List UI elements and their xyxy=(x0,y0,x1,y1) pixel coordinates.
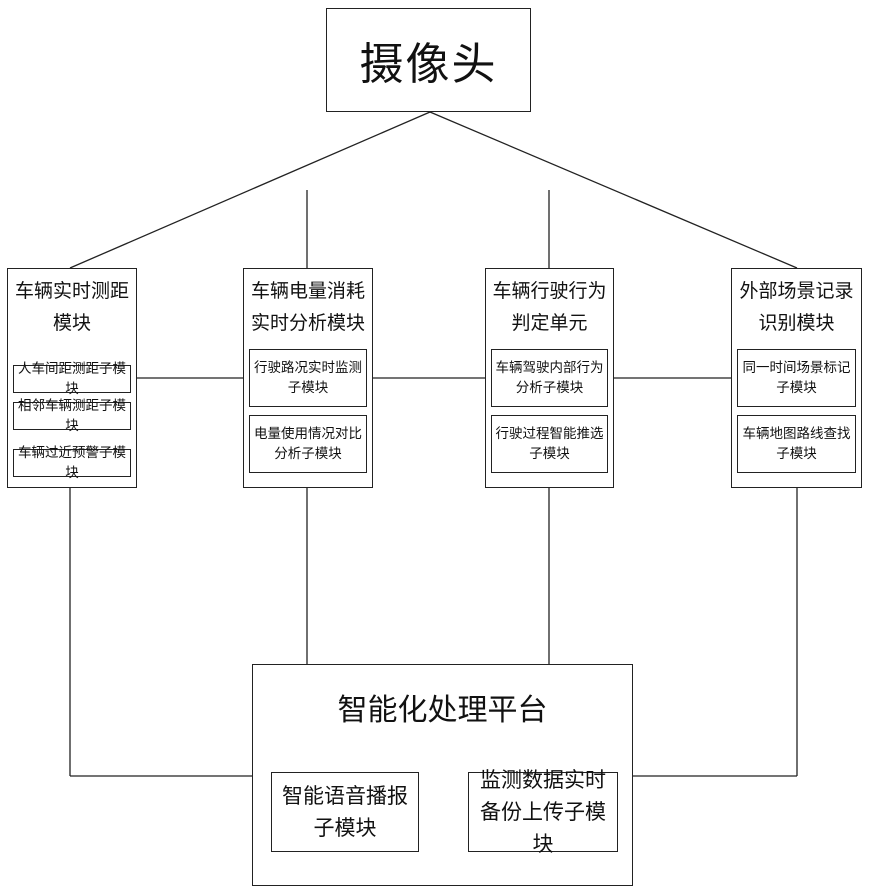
submodule-road-condition-monitor: 行驶路况实时监测子模块 xyxy=(249,349,367,407)
submodule-map-route-lookup: 车辆地图路线查找子模块 xyxy=(737,415,856,473)
module-box-ranging: 车辆实时测距模块 人车间距测距子模块 相邻车辆测距子模块 车辆过近预警子模块 xyxy=(7,268,137,488)
module-title-driving-behavior: 车辆行驶行为判定单元 xyxy=(490,275,609,339)
platform-title: 智能化处理平台 xyxy=(253,685,632,729)
module-title-ranging: 车辆实时测距模块 xyxy=(12,275,132,339)
submodule-proximity-warning: 车辆过近预警子模块 xyxy=(13,449,131,477)
module-title-power-consumption: 车辆电量消耗实时分析模块 xyxy=(248,275,368,339)
submodule-smart-recommendation: 行驶过程智能推选子模块 xyxy=(491,415,608,473)
platform-box: 智能化处理平台 智能语音播报子模块 监测数据实时备份上传子模块 xyxy=(252,664,633,886)
submodule-voice-broadcast: 智能语音播报子模块 xyxy=(271,772,419,852)
connector-camera-to-module-1 xyxy=(70,112,430,268)
camera-box: 摄像头 xyxy=(326,8,531,112)
module-box-driving-behavior: 车辆行驶行为判定单元 车辆驾驶内部行为分析子模块 行驶过程智能推选子模块 xyxy=(485,268,614,488)
submodule-power-usage-comparison: 电量使用情况对比分析子模块 xyxy=(249,415,367,473)
module-box-external-scene: 外部场景记录识别模块 同一时间场景标记子模块 车辆地图路线查找子模块 xyxy=(731,268,862,488)
module-box-power-consumption: 车辆电量消耗实时分析模块 行驶路况实时监测子模块 电量使用情况对比分析子模块 xyxy=(243,268,373,488)
submodule-pedestrian-distance: 人车间距测距子模块 xyxy=(13,365,131,393)
submodule-adjacent-vehicle-distance: 相邻车辆测距子模块 xyxy=(13,402,131,430)
submodule-scene-marking: 同一时间场景标记子模块 xyxy=(737,349,856,407)
submodule-data-backup-upload: 监测数据实时备份上传子模块 xyxy=(468,772,618,852)
module-title-external-scene: 外部场景记录识别模块 xyxy=(736,275,857,339)
connector-camera-to-module-4 xyxy=(430,112,797,268)
camera-label: 摄像头 xyxy=(360,28,498,92)
submodule-internal-behavior-analysis: 车辆驾驶内部行为分析子模块 xyxy=(491,349,608,407)
